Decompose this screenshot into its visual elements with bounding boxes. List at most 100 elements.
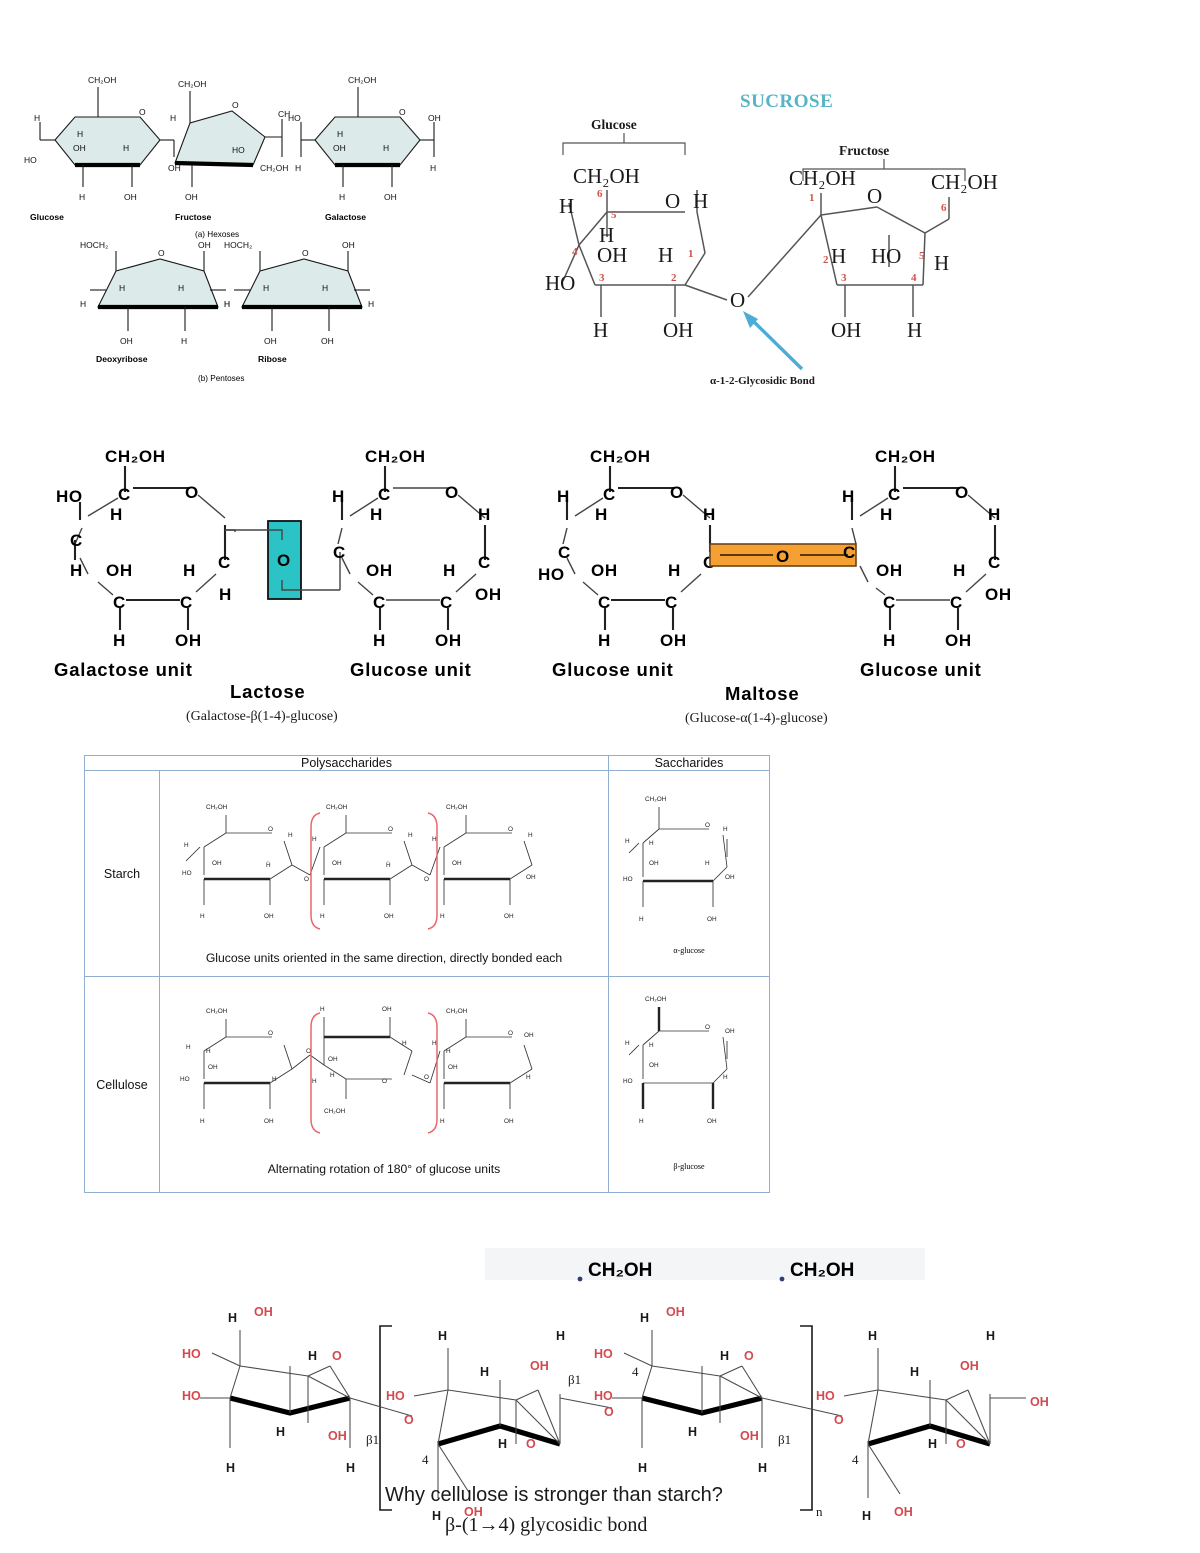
lactose-glu-o: O <box>445 483 459 502</box>
sucrose-glu-num-3: 3 <box>599 272 605 284</box>
lactose-left-unit-label: Galactose unit <box>54 659 193 680</box>
ring4-ho: HO <box>816 1389 835 1403</box>
glucose-h-upper-right: H <box>170 113 176 123</box>
lactose-gal-c1: C <box>118 485 131 504</box>
maltose-r-h-d: H <box>953 561 966 580</box>
svg-text:O: O <box>705 822 710 829</box>
svg-text:OH: OH <box>452 860 462 867</box>
svg-text:H: H <box>200 1118 205 1125</box>
maltose-right-unit-label: Glucose unit <box>860 659 982 680</box>
ribose-pentose-structure: HOCH₂ O OH H H H H OH OH Ribose <box>224 240 374 364</box>
galactose-h-inner-right: H <box>383 143 389 153</box>
svg-text:H: H <box>639 1118 644 1125</box>
svg-text:O: O <box>424 876 429 883</box>
svg-text:Ḧ: Ḧ <box>266 861 271 869</box>
svg-text:OH: OH <box>504 1118 514 1125</box>
lactose-gal-ch2oh: CH₂OH <box>105 447 166 466</box>
ring1-o-ring: O <box>332 1349 342 1363</box>
chain-ring-1: H OH H O HO HO H OH H H β1 <box>182 1305 379 1475</box>
ring3-h-mid: H <box>720 1349 729 1363</box>
chain-question-text: Why cellulose is stronger than starch? <box>385 1484 723 1506</box>
lactose-glu-h-b: H <box>370 505 383 524</box>
sucrose-fru-num-6: 6 <box>941 202 947 214</box>
galactose-h-inner: H <box>337 129 343 139</box>
svg-text:H: H <box>723 826 728 833</box>
chain-ring-2: H HO H OH O H H OH H 4 β1 <box>386 1329 581 1523</box>
svg-text:H: H <box>408 832 413 839</box>
svg-text:H: H <box>705 860 710 867</box>
pentoses-caption: (b) Pentoses <box>198 374 244 383</box>
lactose-gal-c5: C <box>218 553 231 572</box>
ring2-h-right: H <box>556 1329 565 1343</box>
svg-text:OH: OH <box>382 1006 392 1013</box>
galactose-oh-bottom: OH <box>384 192 397 202</box>
svg-text:H: H <box>649 840 654 847</box>
maltose-panel: CH₂OH C O H H H C HO OH H C C H OH C O <box>530 440 1060 740</box>
ring4-h-right: H <box>986 1329 995 1343</box>
sucrose-glu-ring-o: O <box>665 189 680 213</box>
sucrose-fructose-ring: CH₂OH O CH₂OH H HO H OH H 1 2 3 4 5 6 <box>747 166 998 342</box>
cellulose-caption: Alternating rotation of 180° of glucose … <box>267 1162 501 1176</box>
svg-text:H: H <box>186 1044 191 1051</box>
repeat-bracket-open <box>379 1325 392 1511</box>
table-header-row: Polysaccharides Saccharides <box>84 755 770 771</box>
lactose-glu-ch2oh: CH₂OH <box>365 447 426 466</box>
svg-text:H: H <box>320 1006 325 1013</box>
ring3-h-inner: H <box>688 1425 697 1439</box>
ring3-h-bottom2: H <box>758 1461 767 1475</box>
svg-text:CH₂OH: CH₂OH <box>645 996 667 1003</box>
starch-structure-cell: CH₂OH O H H OH HO Ḧ H OH O <box>159 770 609 977</box>
maltose-l-c1: C <box>603 485 616 504</box>
sucrose-fru-h2: H <box>831 244 846 268</box>
sucrose-fru-num-1: 1 <box>809 192 815 204</box>
chain-ch2oh-1: CH₂OH <box>588 1260 652 1281</box>
deoxyribose-oh-bottom: OH <box>120 336 133 346</box>
maltose-r-h-c: H <box>988 505 1001 524</box>
ring2-o-ring: O <box>526 1437 536 1451</box>
ribose-name-label: Ribose <box>258 354 287 364</box>
svg-text:OH: OH <box>208 1064 218 1071</box>
row-label-starch: Starch <box>84 770 160 977</box>
svg-text:HO: HO <box>623 1078 633 1085</box>
chain-ch2oh-2: CH₂OH <box>790 1260 854 1281</box>
glucose-ch2oh-label: CH₂OH <box>88 75 116 85</box>
svg-text:OH: OH <box>524 1032 534 1039</box>
chain-bond-caption: β-(1→4) glycosidic bond <box>445 1514 648 1536</box>
row-label-cellulose: Cellulose <box>84 976 160 1193</box>
deoxyribose-h-right: H <box>224 299 230 309</box>
deoxyribose-h-left: H <box>80 299 86 309</box>
deoxyribose-name-label: Deoxyribose <box>96 354 148 364</box>
maltose-l-h-e: H <box>598 631 611 650</box>
maltose-r-c3: C <box>883 593 896 612</box>
svg-text:H: H <box>526 1074 531 1081</box>
lactose-name-label: Lactose <box>230 681 306 702</box>
ring4-carbon4-label: 4 <box>852 1452 859 1467</box>
ring1-beta1-label: β1 <box>366 1432 379 1447</box>
ring3-ho-lower: HO <box>594 1389 613 1403</box>
ribose-h-inner-l: H <box>263 283 269 293</box>
ring3-h-top: H <box>640 1311 649 1325</box>
sucrose-glu-ho: HO <box>545 271 575 295</box>
svg-text:H: H <box>184 842 189 849</box>
maltose-r-o: O <box>955 483 969 502</box>
maltose-l-oh-b: OH <box>660 631 687 650</box>
ring4-oh-bottom: OH <box>894 1505 913 1519</box>
cellulose-structure-cell: CH₂OH O H H OH HO H H OH O <box>159 976 609 1193</box>
ring1-h-bottom: H <box>226 1461 235 1475</box>
sucrose-glu-num-5: 5 <box>611 209 617 221</box>
svg-text:H: H <box>206 1048 211 1055</box>
lactose-gal-oh-a: OH <box>106 561 133 580</box>
ring4-oh-terminal: OH <box>1030 1395 1049 1409</box>
ring4-h-top: H <box>868 1329 877 1343</box>
sucrose-fru-num-4: 4 <box>911 272 917 284</box>
ring2-h-top: H <box>438 1329 447 1343</box>
sucrose-fru-h5: H <box>934 251 949 275</box>
svg-text:CH₂OH: CH₂OH <box>206 804 228 811</box>
galactose-h-right: H <box>430 163 436 173</box>
lactose-panel: CH₂OH C O HO H C H OH C C H OH C H H O <box>20 440 540 740</box>
chain-bridge-o-1: O <box>404 1413 414 1427</box>
beta-glucose-cell: CH₂OH O H OH H OH HO H H OH β-glucose <box>608 976 770 1193</box>
sucrose-fructose-label: Fructose <box>839 143 889 158</box>
galactose-hexose-structure: CH₂OH O HO OH H OH H H H H OH Galactose <box>288 75 441 222</box>
sucrose-glu-h-right: H <box>693 189 708 213</box>
